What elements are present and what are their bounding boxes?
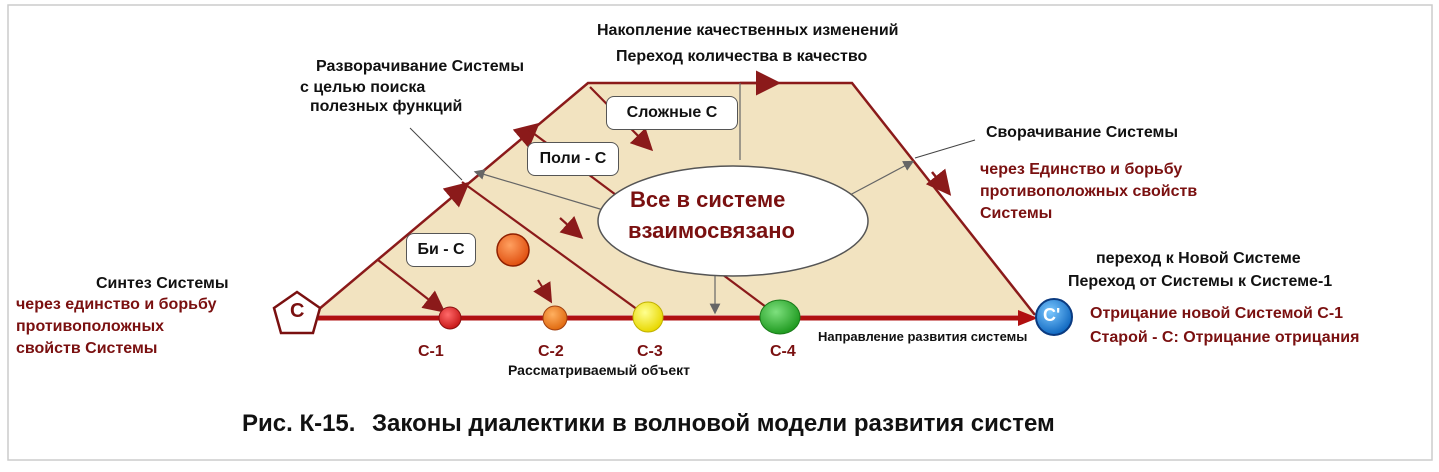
negation-1: Отрицание новой Системой С-1 <box>1090 305 1344 322</box>
new-system-2: Переход от Системы к Системе-1 <box>1068 273 1333 290</box>
start-node-pentagon <box>272 290 322 335</box>
fold-line-3: Системы <box>980 205 1053 222</box>
unfold-line-2: с целью поиска <box>300 79 426 96</box>
unfold-title: Разворачивание Системы <box>316 58 524 75</box>
fold-line-1: через Единство и борьбу <box>980 161 1183 178</box>
direction-label: Направление развития системы <box>818 329 1028 344</box>
connector-left <box>473 169 611 213</box>
outer-border <box>7 4 1433 461</box>
start-node-label: С <box>290 300 305 322</box>
orange-ball <box>496 233 530 267</box>
unfold-line-3: полезных функций <box>310 98 463 115</box>
synth-line-2: противоположных <box>16 318 165 335</box>
node-c3-circle <box>632 301 664 333</box>
center-ellipse <box>597 165 869 277</box>
left-edge-arrow-1 <box>442 181 470 208</box>
wave-line-1 <box>377 259 446 313</box>
pointer-fold <box>914 139 976 159</box>
node-c4-label: С-4 <box>770 343 796 360</box>
node-c2-circle <box>542 305 568 331</box>
wave-line-3 <box>461 181 639 311</box>
end-node-label: С' <box>1043 305 1061 325</box>
box-complex-system: Сложные С <box>606 96 738 130</box>
box-bi-system: Би - С <box>406 233 476 267</box>
end-node-circle <box>1035 298 1073 336</box>
connector-right <box>847 160 915 197</box>
fold-line-2: противоположных свойств <box>980 183 1198 200</box>
negation-2: Старой - С: Отрицание отрицания <box>1090 329 1360 346</box>
new-system-1: переход к Новой Системе <box>1096 250 1301 267</box>
synth-line-1: через единство и борьбу <box>16 296 217 313</box>
synth-title: Синтез Системы <box>96 275 229 292</box>
node-c2-label: С-2 <box>538 343 564 360</box>
node-c1-label: С-1 <box>418 343 444 360</box>
wave-line-3-arrow <box>559 216 584 239</box>
box-poly-system: Поли - С <box>527 142 619 176</box>
node-c3-label: С-3 <box>637 343 663 360</box>
caption-title: Законы диалектики в волновой модели разв… <box>372 410 1055 437</box>
synth-line-3: свойств Системы <box>16 340 158 357</box>
node-c1-circle <box>438 306 462 330</box>
center-text-1: Все в системе <box>630 187 786 212</box>
pointer-unfold <box>409 127 463 181</box>
node-c4-circle <box>759 299 801 335</box>
ball-arrow <box>533 279 553 304</box>
caption-figure-number: Рис. К-15. <box>242 410 356 437</box>
top-label-1: Накопление качественных изменений <box>597 22 899 39</box>
object-label: Рассматриваемый объект <box>508 362 690 378</box>
top-label-2: Переход количества в качество <box>616 48 868 65</box>
left-edge-arrow-2 <box>512 122 540 149</box>
axis-arrowhead <box>1018 310 1038 326</box>
right-edge-arrow <box>925 168 952 196</box>
fold-title: Сворачивание Системы <box>986 124 1179 141</box>
center-text-2: взаимосвязано <box>628 218 795 243</box>
